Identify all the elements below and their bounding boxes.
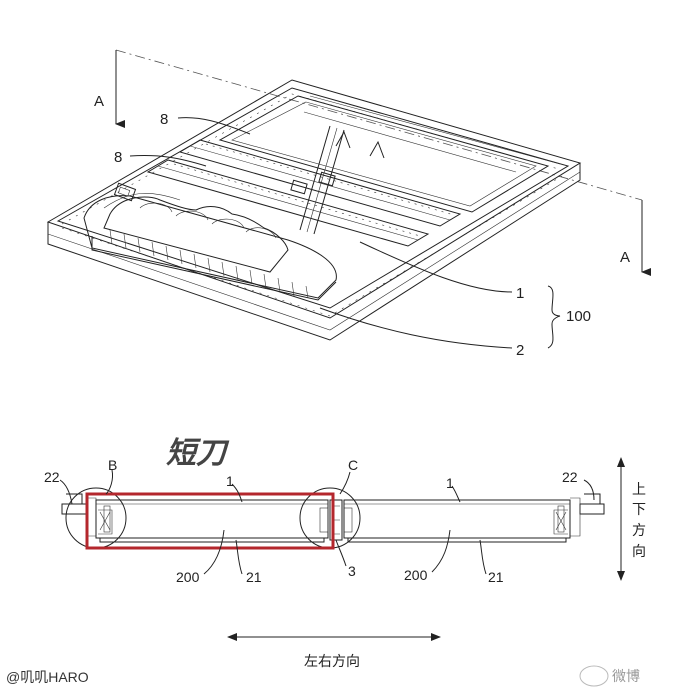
- label-middle-beam-3: 3: [348, 563, 356, 579]
- label-right-cover-1: 1: [446, 475, 454, 491]
- label-right-tray-21: 21: [488, 569, 504, 585]
- crossbeams: [146, 125, 462, 247]
- weibo-logo: 微博: [579, 665, 640, 687]
- label-detail-b: B: [108, 457, 117, 473]
- svg-text:微博: 微博: [612, 668, 640, 685]
- label-left-cover-1: 1: [226, 473, 234, 489]
- label-right-cell-200: 200: [404, 567, 428, 583]
- right-end-bracket: [570, 493, 605, 537]
- label-part-2: 2: [516, 342, 524, 359]
- label-assembly-100: 100: [566, 308, 591, 325]
- section-marker-right: A: [620, 249, 630, 266]
- horizontal-direction-label: 左右方向: [304, 654, 360, 670]
- section-marker-left: A: [94, 93, 104, 110]
- isometric-battery-pack-view: A A: [46, 49, 651, 359]
- label-crossbeam-bottom: 8: [114, 149, 122, 166]
- vertical-label-3: 方: [632, 523, 646, 539]
- label-part-1: 1: [516, 285, 524, 302]
- label-detail-c: C: [348, 457, 358, 473]
- label-right-end-22: 22: [562, 469, 578, 485]
- label-crossbeam-top: 8: [160, 111, 168, 128]
- label-left-tray-21: 21: [246, 569, 262, 585]
- highlight-box: [85, 492, 335, 550]
- tray-compartment-right: [218, 95, 561, 213]
- section-leaders: [59, 469, 595, 575]
- watermark-text: @叽叽HARO: [6, 669, 89, 685]
- vertical-label-4: 向: [632, 544, 646, 560]
- battery-module: [83, 182, 337, 301]
- highlight-text: 短刀: [166, 436, 230, 471]
- tray-frame: [46, 79, 582, 341]
- middle-beam: [319, 499, 353, 541]
- vertical-label-2: 下: [632, 502, 646, 518]
- right-battery-module: [343, 499, 571, 543]
- label-left-end-22: 22: [44, 469, 60, 485]
- label-left-cell-200: 200: [176, 569, 200, 585]
- section-view: 短刀: [44, 436, 646, 670]
- section-line-a: [115, 49, 643, 201]
- left-end-bracket: [61, 493, 97, 537]
- left-battery-module: [95, 499, 329, 543]
- vertical-label-1: 上: [632, 482, 646, 498]
- top-leaders: [129, 117, 561, 349]
